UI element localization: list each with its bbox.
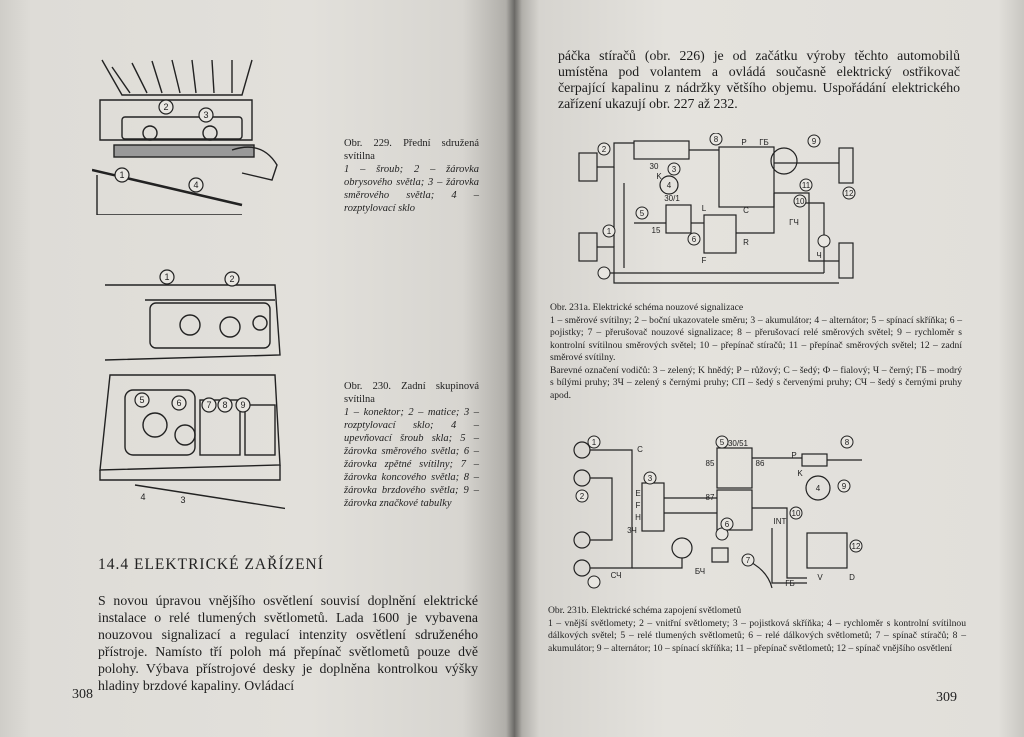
fig231b-code-c: C — [637, 445, 643, 454]
fig231a-code-gb: ГБ — [759, 138, 769, 147]
fig231b-legend: 1 – vnější světlomety; 2 – vnitřní světl… — [548, 617, 966, 654]
fig230-label-4: 4 — [140, 492, 145, 502]
fig231a-label-8: 8 — [714, 135, 719, 144]
fig231b-label-6: 6 — [725, 520, 730, 529]
fig231b-label-3: 3 — [648, 474, 653, 483]
fig231b-code-d: D — [849, 573, 855, 582]
fig231b-code-gb: ГБ — [785, 579, 795, 588]
fig231b-code-h: H — [635, 513, 641, 522]
fig231a-code-r: R — [743, 238, 749, 247]
right-intro-text: páčka stíračů (obr. 226) je od začátku v… — [558, 48, 960, 111]
fig229-illustration: 2 3 1 4 — [92, 59, 278, 215]
fig231b-code-sch: СЧ — [611, 571, 622, 580]
page-number-left: 308 — [72, 687, 93, 702]
fig231a-label-9: 9 — [812, 137, 817, 146]
fig231b-label-9: 9 — [842, 482, 847, 491]
fig231b-code-k: K — [797, 469, 803, 478]
fig231b-label-7: 7 — [746, 556, 751, 565]
fig231b-code-e: E — [635, 489, 640, 498]
fig230-label-1: 1 — [164, 272, 169, 282]
fig230-illustration: 1 2 5 6 7 8 9 4 3 — [99, 269, 285, 510]
fig231b-label-8: 8 — [845, 438, 850, 447]
fig231a-code-p: P — [741, 138, 746, 147]
fig231a-code-c: C — [743, 206, 749, 215]
book-gutter — [506, 0, 522, 737]
fig231b-code-f: F — [636, 501, 641, 510]
fig229-legend: 1 – šroub; 2 – žárovka obrysového světla… — [344, 164, 479, 214]
fig231b-code-int: INT — [774, 517, 787, 526]
fig231b-label-10: 10 — [792, 509, 801, 518]
fig231b-schematic: 1 2 3 4 5 6 7 8 9 10 12 C E F H 85 86 87… — [573, 435, 863, 589]
fig231a-code-15: 15 — [652, 226, 661, 235]
fig230-label-9: 9 — [240, 400, 245, 410]
fig231a-label-1: 1 — [607, 227, 612, 236]
fig229-caption-block: Obr. 229. Přední sdružená svítilna 1 – š… — [344, 137, 479, 215]
fig231a-code-gch: ГЧ — [789, 218, 799, 227]
fig231a-label-11: 11 — [802, 181, 811, 190]
fig231b-code-86: 86 — [756, 459, 765, 468]
fig231b-code-87: 87 — [706, 493, 715, 502]
fig231a-label-2: 2 — [602, 145, 607, 154]
fig231b-code-85: 85 — [706, 459, 715, 468]
fig230-label-6: 6 — [176, 398, 181, 408]
fig229-label-3: 3 — [203, 110, 208, 120]
fig231a-label-5: 5 — [640, 209, 645, 218]
fig231a-code-30-1: 30/1 — [664, 194, 680, 203]
fig231b-label-12: 12 — [852, 542, 861, 551]
fig230-label-5: 5 — [139, 395, 144, 405]
fig231a-label-12: 12 — [845, 189, 854, 198]
fig231a-label-6: 6 — [692, 235, 697, 244]
fig230-label-2: 2 — [229, 274, 234, 284]
fig229-label-2: 2 — [163, 102, 168, 112]
left-body-text: S novou úpravou vnějšího osvětlení souvi… — [98, 593, 478, 693]
section-heading: 14.4 ELEKTRICKÉ ZAŘÍZENÍ — [98, 556, 324, 573]
fig231b-label-1: 1 — [592, 438, 597, 447]
fig230-caption-block: Obr. 230. Zadní skupinová svítilna 1 – k… — [344, 380, 479, 510]
fig231a-label-10: 10 — [796, 197, 805, 206]
page-number-right: 309 — [936, 690, 957, 705]
fig231a-code-30: 30 — [650, 162, 659, 171]
fig231b-code-v: V — [817, 573, 823, 582]
fig229-caption: Obr. 229. Přední sdružená svítilna — [344, 138, 479, 162]
fig231b-label-5: 5 — [720, 438, 725, 447]
fig231b-code-bch: БЧ — [695, 567, 705, 576]
fig229-label-1: 1 — [119, 170, 124, 180]
fig231a-code-l: L — [702, 204, 707, 213]
fig231a-caption: Obr. 231a. Elektrické schéma nouzové sig… — [550, 302, 744, 313]
fig231b-code-p: P — [791, 451, 796, 460]
fig231a-color-codes: Barevné označení vodičů: 3 – zelený; K h… — [550, 364, 962, 401]
fig231a-label-3: 3 — [672, 165, 677, 174]
fig231b-label-4: 4 — [816, 484, 821, 493]
fig230-caption: Obr. 230. Zadní skupinová svítilna — [344, 381, 479, 405]
fig230-label-3: 3 — [180, 495, 185, 505]
fig231b-code-3ch: 3Ч — [627, 526, 637, 535]
fig230-label-8: 8 — [222, 400, 227, 410]
fig229-label-4: 4 — [193, 180, 198, 190]
fig231a-legend: 1 – směrové svítilny; 2 – boční ukazovat… — [550, 314, 962, 364]
left-page: 2 3 1 4 Obr. 229. Přední sdružená svítil… — [0, 0, 514, 737]
fig231b-caption: Obr. 231b. Elektrické schéma zapojení sv… — [548, 605, 742, 616]
fig231a-caption-block: Obr. 231a. Elektrické schéma nouzové sig… — [550, 302, 962, 402]
fig230-label-7: 7 — [206, 400, 211, 410]
fig231a-schematic: 1 2 3 4 5 6 8 9 10 11 12 P ГБ K 30 30/1 … — [578, 133, 856, 284]
fig231a-code-k: K — [656, 172, 662, 181]
right-page: páčka stíračů (obr. 226) je od začátku v… — [514, 0, 1024, 737]
fig231a-code-f: F — [702, 256, 707, 265]
fig231b-code-30-51: 30/51 — [728, 439, 749, 448]
fig231b-label-2: 2 — [580, 492, 585, 501]
fig231a-code-ch: Ч — [816, 251, 821, 260]
fig230-legend: 1 – konektor; 2 – matice; 3 – rozptylova… — [344, 407, 479, 509]
fig231b-caption-block: Obr. 231b. Elektrické schéma zapojení sv… — [548, 605, 966, 655]
fig231a-label-4: 4 — [667, 181, 672, 190]
